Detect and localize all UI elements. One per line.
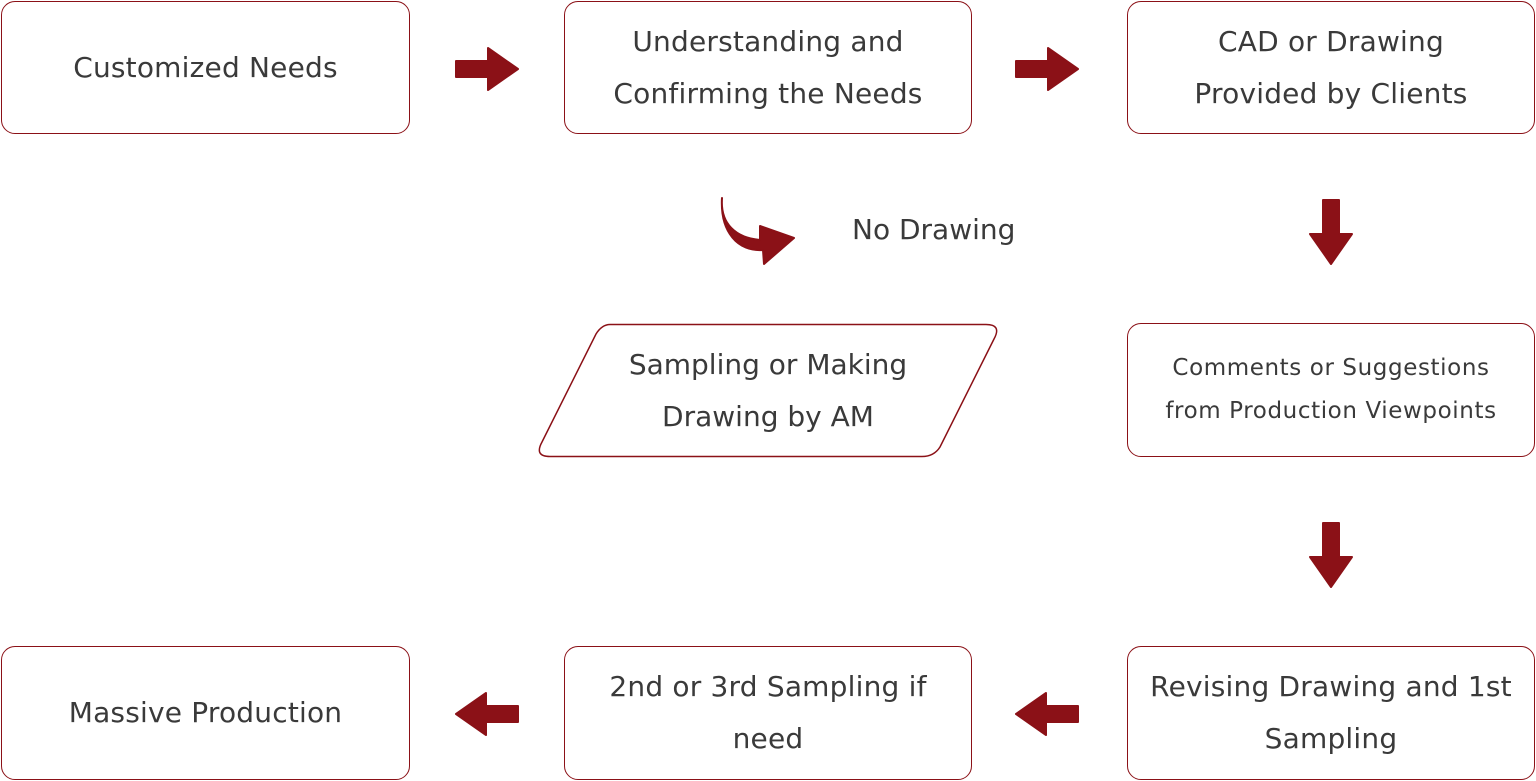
curved-arrow-icon [720,197,795,265]
step-label: Revising Drawing and 1st Sampling [1150,670,1512,755]
arrow-down-icon [1309,199,1353,265]
step-revising-drawing: Revising Drawing and 1st Sampling [1127,646,1535,780]
step-cad-drawing: CAD or Drawing Provided by Clients [1127,1,1535,134]
step-customized-needs: Customized Needs [1,1,410,134]
arrow-right-icon [1015,47,1079,91]
step-understanding-needs: Understanding and Confirming the Needs [564,1,972,134]
step-label: Customized Needs [73,50,338,84]
step-label: 2nd or 3rd Sampling if need [609,670,927,755]
arrow-left-icon [1015,692,1079,736]
parallelogram-shape [538,323,998,458]
step-label: Massive Production [68,696,343,729]
step-massive-production: Massive Production [1,646,410,780]
arrow-right-icon [455,47,519,91]
step-label: CAD or Drawing Provided by Clients [1194,24,1468,110]
step-label: Understanding and Confirming the Needs [613,24,923,110]
no-drawing-label: No Drawing [852,213,1016,246]
step-sampling-by-am: Sampling or Making Drawing by AM [536,323,1000,458]
step-comments-suggestions: Comments or Suggestions from Production … [1127,323,1535,457]
arrow-left-icon [455,692,519,736]
step-second-sampling: 2nd or 3rd Sampling if need [564,646,972,780]
step-label: Sampling or Making Drawing by AM [628,347,908,433]
step-label: Comments or Suggestions from Production … [1165,355,1497,424]
arrow-down-icon [1309,522,1353,588]
